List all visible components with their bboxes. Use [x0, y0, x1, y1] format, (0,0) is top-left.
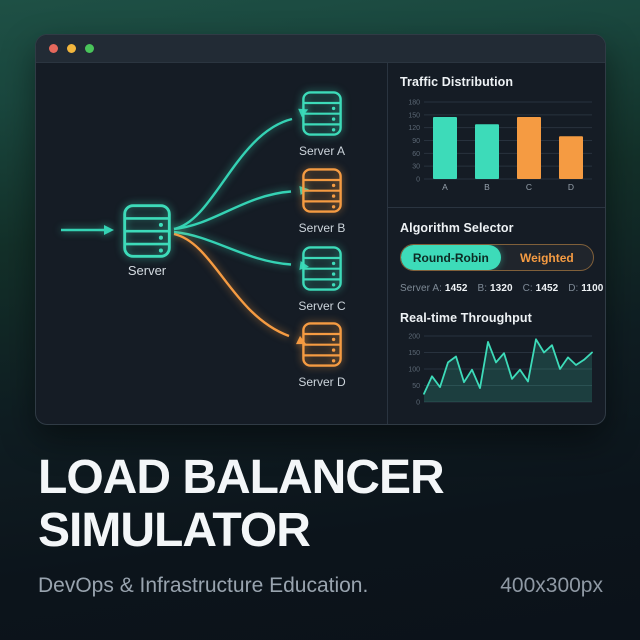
algorithm-selector-section: Algorithm Selector Round-Robin Weighted … [388, 208, 605, 415]
poster-title-line1: LOAD BALANCER [38, 451, 445, 504]
throughput-section: Real-time Throughput 0 50 100 150 200 [400, 294, 594, 415]
server-c-label: Server C [298, 299, 346, 313]
server-c-node: Server C [298, 246, 346, 313]
poster-title-line2: SIMULATOR [38, 503, 311, 557]
traffic-distribution-title: Traffic Distribution [400, 75, 514, 89]
server-icon [302, 246, 342, 291]
server-icon [302, 168, 342, 213]
svg-text:D: D [568, 182, 574, 192]
arrowhead-icon [295, 335, 307, 345]
svg-text:150: 150 [408, 112, 420, 119]
svg-text:0: 0 [416, 177, 420, 184]
svg-text:30: 30 [412, 164, 420, 171]
algorithm-selector-title: Algorithm Selector [400, 221, 514, 235]
poster-title: LOAD BALANCER SIMULATOR [38, 451, 608, 558]
source-server-node: Server [123, 204, 171, 278]
size-label: 400x300px [500, 574, 603, 597]
svg-text:60: 60 [412, 151, 420, 158]
throughput-title: Real-time Throughput [400, 311, 532, 325]
poster-subtitle: DevOps & Infrastructure Education. [38, 574, 369, 597]
algorithm-toggle: Round-Robin Weighted [400, 244, 594, 271]
server-b-node: Server B [299, 168, 346, 235]
incoming-traffic-arrow [61, 225, 114, 235]
weighted-option[interactable]: Weighted [519, 250, 574, 265]
server-a-node: Server A [299, 91, 345, 158]
svg-text:200: 200 [408, 334, 420, 341]
svg-text:50: 50 [412, 383, 420, 390]
svg-text:A: A [442, 182, 448, 192]
poster-footer: DevOps & Infrastructure Education. 400x3… [38, 574, 603, 598]
svg-text:C: C [526, 182, 532, 192]
server-icon [123, 204, 171, 258]
server-c-stat: C: 1452 [522, 283, 559, 294]
server-a-label: Server A [299, 144, 345, 158]
server-b-stat: B: 1320 [477, 283, 513, 294]
svg-text:100: 100 [408, 367, 420, 374]
window-titlebar [36, 35, 605, 63]
server-d-label: Server D [298, 375, 346, 389]
link-to-server-c [173, 230, 309, 271]
throughput-line-chart: 0 50 100 150 200 [408, 334, 593, 407]
window-content: Server Server A Server B Server C [36, 63, 605, 424]
server-d-stat: D: 1100 [568, 283, 604, 294]
load-balancer-diagram: Server Server A Server B Server C [36, 63, 387, 424]
svg-text:150: 150 [408, 350, 420, 357]
zoom-button[interactable] [85, 44, 94, 53]
link-to-server-a [173, 108, 309, 231]
svg-text:0: 0 [416, 400, 420, 407]
server-icon [302, 91, 342, 136]
server-stats-row: Server A: 1452 B: 1320 C: 1452 D: 1100 [400, 283, 603, 294]
arrowhead-icon [104, 225, 114, 235]
app-window: Server Server A Server B Server C [35, 34, 606, 425]
minimize-button[interactable] [67, 44, 76, 53]
svg-text:90: 90 [412, 138, 420, 145]
source-server-label: Server [128, 263, 167, 278]
close-button[interactable] [49, 44, 58, 53]
server-a-stat: Server A: 1452 [400, 283, 468, 294]
round-robin-option[interactable]: Round-Robin [401, 245, 501, 270]
server-d-node: Server D [298, 322, 346, 389]
svg-text:B: B [484, 182, 490, 192]
svg-text:120: 120 [408, 125, 420, 132]
svg-text:180: 180 [408, 100, 420, 107]
server-icon [302, 322, 342, 367]
server-b-label: Server B [299, 221, 346, 235]
link-to-server-b [173, 185, 309, 231]
link-to-server-d [173, 232, 307, 345]
diagram-canvas: Server Server A Server B Server C [61, 91, 346, 389]
